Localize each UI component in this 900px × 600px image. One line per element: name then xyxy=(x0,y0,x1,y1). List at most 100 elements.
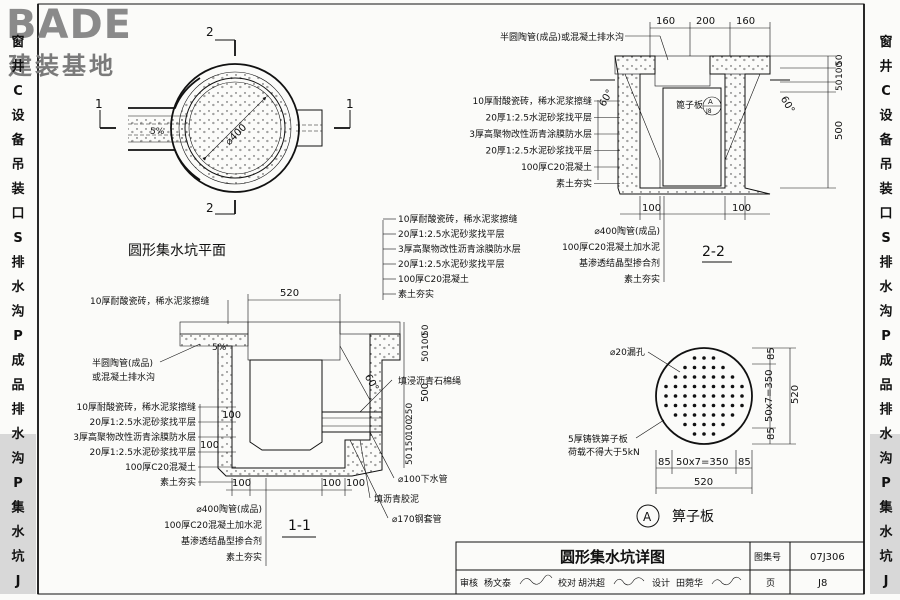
sec22-bottom-item: ⌀400陶管(成品) xyxy=(594,225,660,237)
sec11-top-item: 10厚耐酸瓷砖，稀水泥浆擦缝 xyxy=(398,213,517,225)
grate-hole xyxy=(692,403,697,408)
grate-hole xyxy=(683,422,687,427)
left-char: 排 xyxy=(11,255,24,271)
grate-hole xyxy=(711,356,716,360)
grate-hole xyxy=(702,422,706,427)
right-char: 水 xyxy=(879,524,893,540)
left-char: 备 xyxy=(10,132,25,148)
right-char: 排 xyxy=(879,255,892,271)
grate-hole xyxy=(721,413,725,417)
left-char: 沟 xyxy=(11,451,24,467)
grate-holes xyxy=(664,356,744,436)
sec22-dim-right-2: 50 xyxy=(835,79,845,91)
right-char: 装 xyxy=(878,181,892,197)
grate-detail: ⌀20漏孔 5厚铸铁箅子板 荷载不得大于5kN 85 50x7=350 85 5… xyxy=(568,346,801,528)
right-char: 沟 xyxy=(879,304,892,320)
sec11-left-callouts: 10厚耐酸瓷砖，稀水泥浆擦缝20厚1:2.5水泥砂浆找平层3厚高聚物改性沥青涂膜… xyxy=(73,401,236,488)
grate-hole xyxy=(692,413,697,417)
left-char: 排 xyxy=(11,402,24,418)
left-char: 品 xyxy=(11,378,24,393)
sec22-bottom-item: 100厚C20混凝土加水泥 xyxy=(562,241,660,253)
sec11-top-item: 20厚1:2.5水泥砂浆找平层 xyxy=(398,258,505,270)
checker-signature xyxy=(613,577,645,586)
sec22-grate-circle-page: J8 xyxy=(705,108,712,115)
right-char: 设 xyxy=(879,109,893,124)
grate-hole xyxy=(711,413,716,417)
grate-hole xyxy=(683,375,687,379)
sec22-dim-right-1: 100 xyxy=(835,62,845,79)
sec22-layers-item: 20厚1:2.5水泥砂浆找平层 xyxy=(485,112,592,124)
titleblock-page-label: 页 xyxy=(766,578,775,589)
grate-hole xyxy=(683,403,687,408)
right-char: P xyxy=(881,476,891,491)
grate-title: 箅子板 xyxy=(672,509,714,525)
titleblock-atlas-label: 图集号 xyxy=(754,551,781,563)
left-char: 口 xyxy=(11,207,24,222)
left-char: 设 xyxy=(11,109,25,124)
left-index-highlight xyxy=(0,434,36,594)
sec11-dim-left-1: 100 xyxy=(200,440,219,451)
grate-hole xyxy=(683,394,687,398)
sec11-top-item: 3厚高聚物改性沥青涂膜防水层 xyxy=(398,243,521,255)
grate-hole xyxy=(692,365,697,370)
right-index-highlight xyxy=(870,434,900,594)
grate-dim-h-0: 85 xyxy=(658,457,671,468)
right-char: 成 xyxy=(879,353,892,369)
grate-hole xyxy=(702,356,706,360)
grate-hole xyxy=(673,413,678,417)
sec22-dim-right-0: 50 xyxy=(835,54,845,66)
grate-hole xyxy=(683,384,687,389)
right-char: 排 xyxy=(879,402,892,418)
grate-dim-v-0: 85 xyxy=(766,347,777,360)
grate-hole xyxy=(711,432,716,436)
left-char: 坑 xyxy=(11,549,24,565)
sec22-dim-bottom-1: 100 xyxy=(732,203,751,214)
grate-hole xyxy=(721,384,725,389)
titleblock-title: 圆形集水坑详图 xyxy=(560,548,665,566)
grate-hole xyxy=(730,413,735,417)
grate-hole xyxy=(692,375,697,379)
grate-plate xyxy=(655,347,753,445)
reviewer-signature xyxy=(519,574,553,585)
plan-title: 圆形集水坑平面 xyxy=(128,242,226,259)
titleblock-review-label: 审核 xyxy=(460,577,478,589)
sec11-top-item: 100厚C20混凝土 xyxy=(398,273,469,285)
right-char: 窗 xyxy=(879,34,892,50)
left-char: 装 xyxy=(10,181,24,197)
titleblock-reviewer: 杨文泰 xyxy=(484,577,511,589)
grate-total-h: 520 xyxy=(694,477,713,488)
right-char: J xyxy=(883,574,889,589)
sec22-bottom-item: 基渗透结晶型掺合剂 xyxy=(579,257,660,269)
sec22-angle-right: 60° xyxy=(778,95,796,116)
right-char: 坑 xyxy=(879,549,892,565)
left-char: 水 xyxy=(11,426,25,442)
sec22-bottom-item: 素土夯实 xyxy=(624,273,660,285)
right-char: C xyxy=(881,84,891,99)
plan-section-1-left: 1 xyxy=(95,97,103,111)
grate-dim-h-2: 85 xyxy=(738,457,751,468)
left-char: 成 xyxy=(11,353,24,369)
sec11-dim-right-1: 100 xyxy=(421,333,431,350)
left-char: 水 xyxy=(11,524,25,540)
grate-hole xyxy=(702,432,706,436)
grate-dim-v-1: 50x7=350 xyxy=(764,370,775,422)
sec11-left-item: 10厚耐酸瓷砖，稀水泥浆擦缝 xyxy=(77,401,196,413)
plan-slope-label: 5% xyxy=(150,127,165,137)
sec11-dim-right-6: 150 xyxy=(405,435,415,452)
grate-hole xyxy=(721,365,725,370)
sec11-pipe-down-note: ⌀100下水管 xyxy=(398,473,448,485)
section-2-2: 160 200 160 半圆陶管(成品)或混凝土排水沟 50 100 50 50… xyxy=(469,16,845,285)
grate-dim-v-2: 85 xyxy=(766,427,777,440)
right-char: 沟 xyxy=(879,451,892,467)
grate-total-v: 520 xyxy=(790,385,801,404)
sec11-steel-note: ⌀170钢套管 xyxy=(392,513,442,525)
grate-title-circle: A xyxy=(643,510,652,524)
sec22-dim-top-1: 200 xyxy=(696,16,715,27)
sec22-layers-item: 20厚1:2.5水泥砂浆找平层 xyxy=(485,145,592,157)
grate-hole xyxy=(711,365,716,370)
sec11-dim-left-0: 100 xyxy=(222,410,241,421)
